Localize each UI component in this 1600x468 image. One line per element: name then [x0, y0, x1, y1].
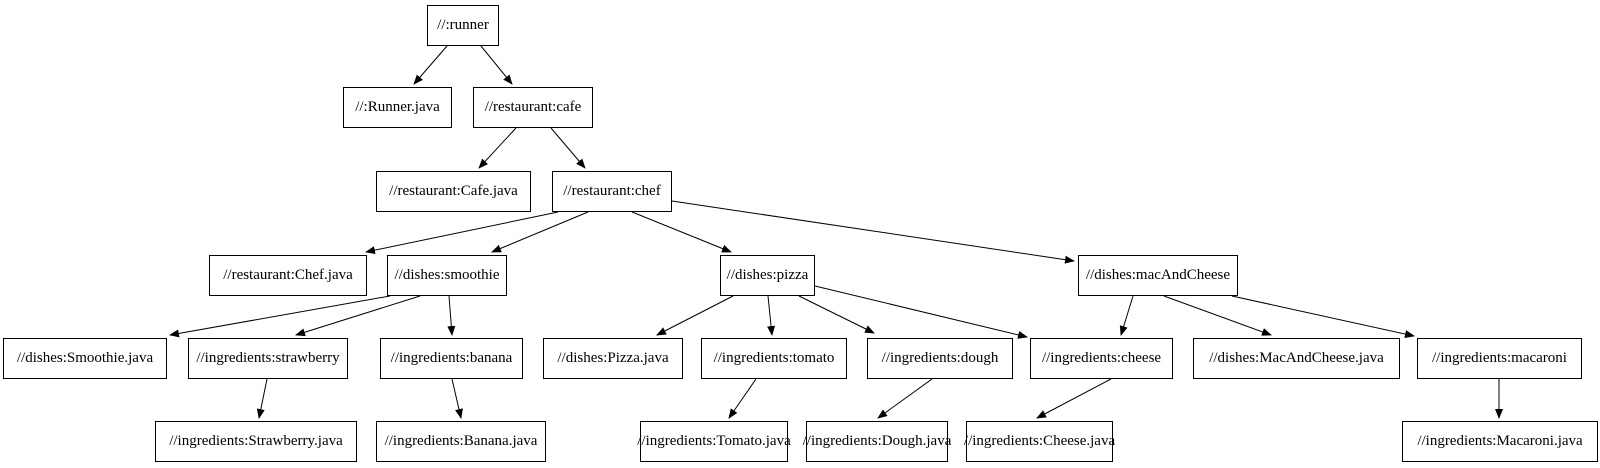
graph-node-strawberry: //ingredients:strawberry: [188, 338, 348, 379]
graph-edge-chef-to-smoothie: [491, 211, 589, 253]
graph-node-pizza: //dishes:pizza: [720, 255, 815, 296]
graph-edge-pizza-to-pizza-java: [656, 295, 734, 336]
graph-node-cafe-java: //restaurant:Cafe.java: [376, 171, 531, 212]
graph-node-tomato: //ingredients:tomato: [701, 338, 847, 379]
graph-edge-macandcheese-to-macandcheese-java: [1163, 295, 1272, 336]
graph-node-strawberry-java: //ingredients:Strawberry.java: [155, 421, 357, 462]
graph-edge-pizza-to-tomato: [767, 295, 776, 336]
graph-node-smoothie-java: //dishes:Smoothie.java: [3, 338, 167, 379]
graph-node-runner: //:runner: [427, 5, 499, 46]
graph-node-banana-java: //ingredients:Banana.java: [376, 421, 546, 462]
graph-node-cheese: //ingredients:cheese: [1030, 338, 1173, 379]
graph-edge-tomato-to-tomato-java: [728, 378, 757, 419]
graph-node-smoothie: //dishes:smoothie: [387, 255, 507, 296]
graph-edge-strawberry-to-strawberry-java: [256, 378, 268, 419]
graph-edge-cafe-to-chef: [550, 127, 586, 169]
graph-node-cheese-java: //ingredients:Cheese.java: [964, 421, 1115, 462]
graph-edge-macandcheese-to-macaroni: [1231, 295, 1415, 338]
graph-edge-cafe-to-cafe-java: [478, 127, 517, 169]
graph-node-banana: //ingredients:banana: [380, 338, 523, 379]
graph-node-dough: //ingredients:dough: [867, 338, 1013, 379]
graph-node-macandcheese-java: //dishes:MacAndCheese.java: [1193, 338, 1400, 379]
graph-edge-dough-to-dough-java: [877, 378, 933, 419]
graph-node-chef-java: //restaurant:Chef.java: [209, 255, 367, 296]
graph-node-tomato-java: //ingredients:Tomato.java: [637, 421, 791, 462]
graph-edge-chef-to-pizza: [631, 211, 732, 253]
graph-edge-pizza-to-dough: [798, 295, 875, 334]
graph-node-dough-java: //ingredients:Dough.java: [803, 421, 951, 462]
graph-node-chef: //restaurant:chef: [552, 171, 672, 212]
graph-edge-runner-to-runner-java: [413, 45, 448, 85]
graph-edge-runner-to-cafe: [480, 45, 513, 85]
graph-node-macaroni: //ingredients:macaroni: [1417, 338, 1582, 379]
graph-edge-chef-to-chef-java: [365, 211, 559, 255]
graph-node-pizza-java: //dishes:Pizza.java: [543, 338, 683, 379]
graph-edge-banana-to-banana-java: [451, 378, 463, 419]
graph-edge-chef-to-macandcheese: [671, 200, 1075, 264]
graph-edge-smoothie-to-smoothie-java: [169, 295, 391, 338]
graph-edge-cheese-to-cheese-java: [1036, 378, 1112, 419]
graph-node-macaroni-java: //ingredients:Macaroni.java: [1402, 421, 1598, 462]
graph-edge-macandcheese-to-cheese: [1119, 295, 1134, 336]
graph-edge-smoothie-to-strawberry: [295, 295, 421, 337]
graph-node-runner-java: //:Runner.java: [343, 87, 452, 128]
graph-node-cafe: //restaurant:cafe: [473, 87, 593, 128]
graph-node-macandcheese: //dishes:macAndCheese: [1078, 255, 1238, 296]
graph-edge-pizza-to-cheese: [814, 285, 1028, 339]
graph-edge-smoothie-to-banana: [447, 295, 456, 336]
